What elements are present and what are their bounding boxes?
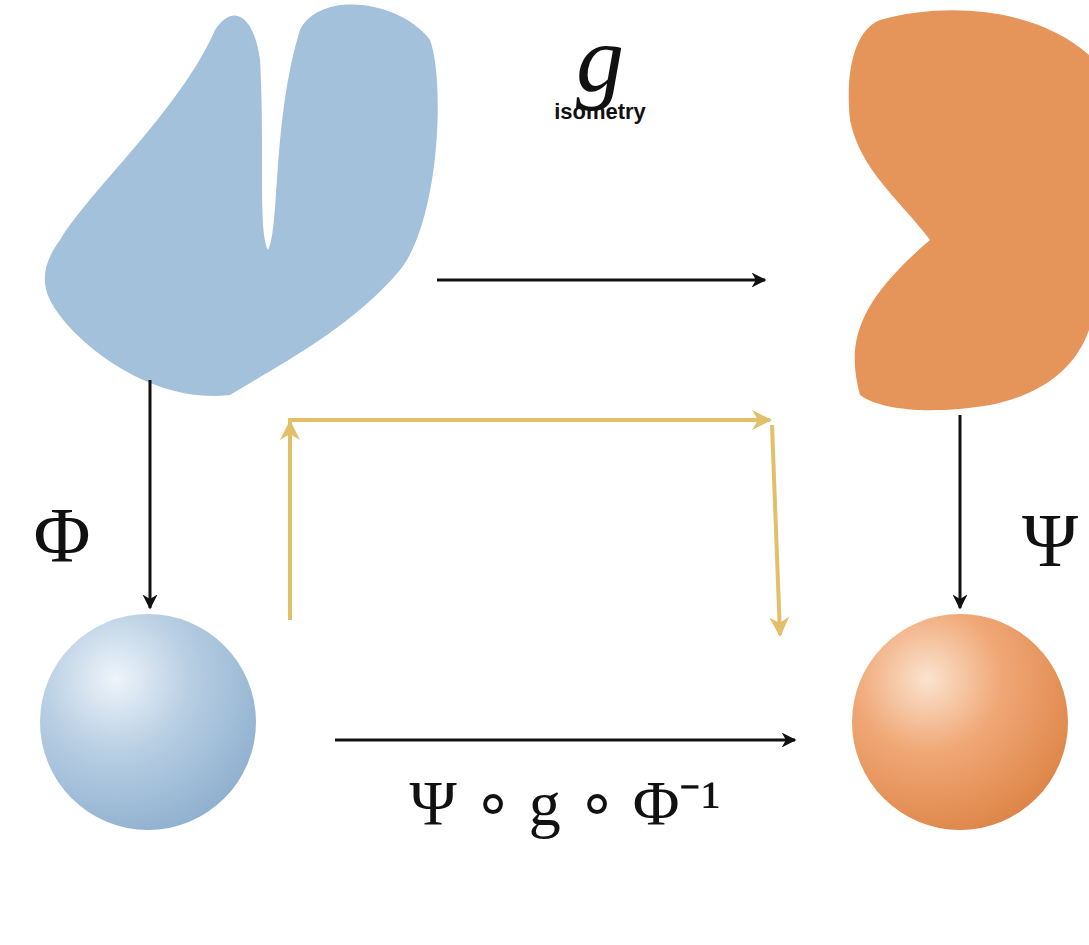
composite-map-name: Ψ ∘ g ∘ Φ⁻¹ [409, 757, 720, 844]
isometry-arrow [437, 279, 765, 282]
map-name: Ψ [1022, 497, 1078, 584]
map-name: Φ [33, 490, 90, 580]
map-name: g [576, 3, 624, 114]
gold-path-right [288, 418, 770, 422]
orange-sphere [852, 614, 1068, 830]
psi-arrow [959, 415, 962, 608]
phi-arrow [149, 380, 152, 608]
map-annotation: isometry [554, 99, 646, 125]
gold-path-down [772, 425, 780, 635]
blue-sphere [40, 614, 256, 830]
gold-path-up [288, 422, 292, 620]
composite-arrow [335, 739, 795, 742]
blue-shape [45, 5, 438, 396]
orange-shape [849, 10, 1089, 410]
